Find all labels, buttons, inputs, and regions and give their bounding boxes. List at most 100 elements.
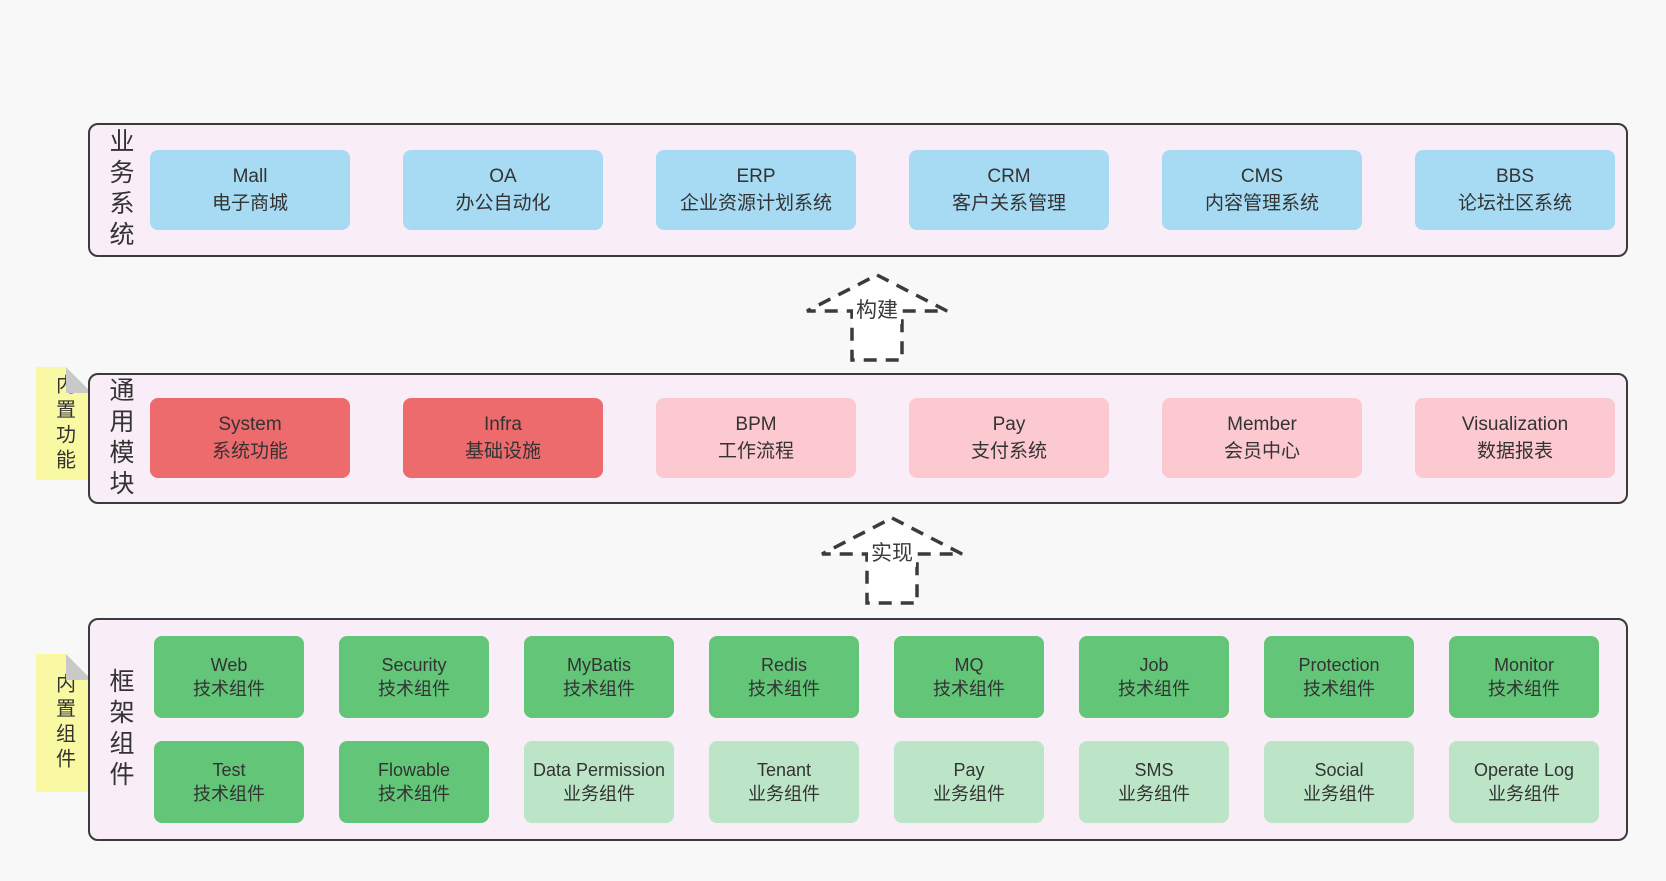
box-subtitle: 技术组件 (193, 784, 265, 804)
box-subtitle: 技术组件 (378, 679, 450, 699)
box-subtitle: 业务组件 (1303, 784, 1375, 804)
box-subtitle: 工作流程 (717, 441, 794, 462)
box-protection: Protection 技术组件 (1264, 636, 1414, 718)
box-subtitle: 企业资源计划系统 (679, 193, 832, 214)
box-social: Social 业务组件 (1264, 741, 1414, 823)
box-title: BBS (1495, 166, 1535, 187)
box-mybatis: MyBatis 技术组件 (524, 636, 674, 718)
box-title: Mall (232, 166, 268, 187)
box-subtitle: 业务组件 (1118, 784, 1190, 804)
box-title: Visualization (1461, 414, 1569, 435)
box-pay: Pay 支付系统 (909, 398, 1109, 478)
box-title: Job (1139, 655, 1169, 675)
box-subtitle: 技术组件 (748, 679, 820, 699)
box-monitor: Monitor 技术组件 (1449, 636, 1599, 718)
box-member: Member 会员中心 (1162, 398, 1362, 478)
box-operate-log: Operate Log 业务组件 (1449, 741, 1599, 823)
component-grid: Web 技术组件 Security 技术组件 MyBatis 技术组件 Redi… (90, 620, 1626, 823)
box-subtitle: 技术组件 (1118, 679, 1190, 699)
layer-business-systems: 业务系统 Mall 电子商城 OA 办公自动化 ERP 企业资源计划系统 CRM… (88, 123, 1628, 257)
box-web: Web 技术组件 (154, 636, 304, 718)
layer-label: 业务系统 (106, 128, 134, 252)
box-title: SMS (1134, 760, 1174, 780)
box-title: Test (212, 760, 246, 780)
box-subtitle: 内容管理系统 (1204, 193, 1319, 214)
box-bbs: BBS 论坛社区系统 (1415, 150, 1615, 230)
box-subtitle: 技术组件 (1303, 679, 1375, 699)
box-subtitle: 客户关系管理 (951, 193, 1066, 214)
box-flowable: Flowable 技术组件 (339, 741, 489, 823)
box-title: OA (489, 166, 517, 187)
box-title: Tenant (756, 760, 812, 780)
box-title: Protection (1298, 655, 1380, 675)
box-data-permission: Data Permission 业务组件 (524, 741, 674, 823)
box-title: BPM (735, 414, 777, 435)
box-title: Pay (953, 760, 985, 780)
box-test: Test 技术组件 (154, 741, 304, 823)
box-title: Redis (760, 655, 808, 675)
box-subtitle: 技术组件 (563, 679, 635, 699)
box-infra: Infra 基础设施 (403, 398, 603, 478)
box-subtitle: 技术组件 (933, 679, 1005, 699)
box-title: Pay (992, 414, 1026, 435)
box-subtitle: 技术组件 (193, 679, 265, 699)
business-box-row: Mall 电子商城 OA 办公自动化 ERP 企业资源计划系统 CRM 客户关系… (90, 125, 1626, 230)
layer-common-modules: 通用模块 System 系统功能 Infra 基础设施 BPM 工作流程 Pay… (88, 373, 1628, 504)
box-title: MQ (954, 655, 984, 675)
box-oa: OA 办公自动化 (403, 150, 603, 230)
implement-arrow: 实现 (817, 515, 967, 607)
box-subtitle: 基础设施 (464, 441, 541, 462)
arrow-label: 实现 (868, 537, 916, 567)
box-title: System (218, 414, 282, 435)
box-subtitle: 数据报表 (1476, 441, 1553, 462)
box-title: CRM (987, 166, 1031, 187)
box-job: Job 技术组件 (1079, 636, 1229, 718)
box-erp: ERP 企业资源计划系统 (656, 150, 856, 230)
box-mall: Mall 电子商城 (150, 150, 350, 230)
box-sms: SMS 业务组件 (1079, 741, 1229, 823)
sticky-note-builtin-components: 内置组件 (36, 654, 92, 792)
layer-label: 框架组件 (106, 667, 134, 792)
box-subtitle: 业务组件 (748, 784, 820, 804)
box-subtitle: 业务组件 (933, 784, 1005, 804)
box-subtitle: 支付系统 (970, 441, 1047, 462)
box-title: Social (1314, 760, 1364, 780)
box-title: Operate Log (1473, 760, 1575, 780)
box-subtitle: 系统功能 (211, 441, 288, 462)
box-cms: CMS 内容管理系统 (1162, 150, 1362, 230)
box-subtitle: 业务组件 (563, 784, 635, 804)
box-title: CMS (1240, 166, 1284, 187)
box-subtitle: 电子商城 (211, 193, 288, 214)
box-subtitle: 论坛社区系统 (1457, 193, 1572, 214)
box-title: Monitor (1493, 655, 1555, 675)
box-subtitle: 技术组件 (378, 784, 450, 804)
box-subtitle: 业务组件 (1488, 784, 1560, 804)
box-tenant: Tenant 业务组件 (709, 741, 859, 823)
arrow-label: 构建 (853, 294, 901, 324)
sticky-note-label: 内置组件 (52, 673, 75, 773)
layer-label: 通用模块 (106, 376, 134, 501)
sticky-note-builtin-features: 内置功能 (36, 367, 92, 480)
box-subtitle: 技术组件 (1488, 679, 1560, 699)
box-title: Security (381, 655, 447, 675)
box-subtitle: 会员中心 (1223, 441, 1300, 462)
sticky-note-label: 内置功能 (52, 373, 75, 474)
box-security: Security 技术组件 (339, 636, 489, 718)
box-title: Member (1227, 414, 1297, 435)
box-title: Data Permission (532, 760, 666, 780)
box-subtitle: 办公自动化 (455, 193, 551, 214)
box-title: Flowable (377, 760, 451, 780)
module-box-row: System 系统功能 Infra 基础设施 BPM 工作流程 Pay 支付系统… (90, 375, 1626, 478)
box-title: MyBatis (566, 655, 631, 675)
box-mq: MQ 技术组件 (894, 636, 1044, 718)
build-arrow: 构建 (802, 272, 952, 364)
box-redis: Redis 技术组件 (709, 636, 859, 718)
box-title: ERP (736, 166, 776, 187)
box-system: System 系统功能 (150, 398, 350, 478)
box-title: Infra (483, 414, 523, 435)
box-bpm: BPM 工作流程 (656, 398, 856, 478)
box-pay-biz: Pay 业务组件 (894, 741, 1044, 823)
box-visualization: Visualization 数据报表 (1415, 398, 1615, 478)
box-title: Web (210, 655, 248, 675)
